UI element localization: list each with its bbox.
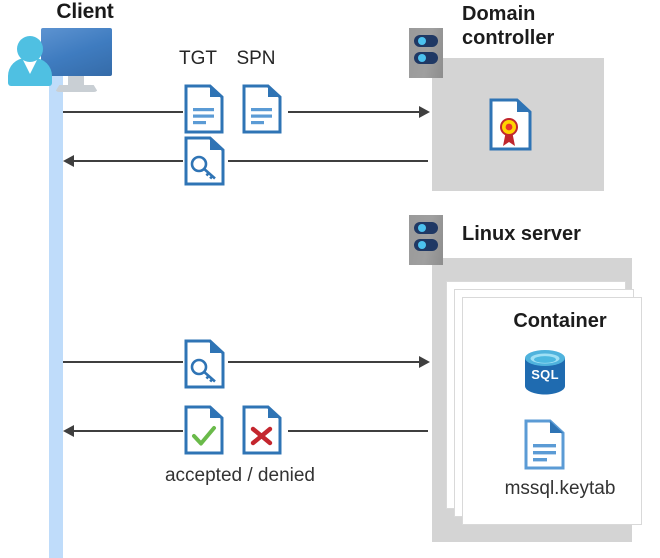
- domain-controller-title-line1: Domain: [462, 3, 536, 25]
- spn-label: SPN: [236, 48, 276, 69]
- domain-controller-title-line2: controller: [462, 27, 555, 50]
- rack-bar-4: [414, 239, 438, 251]
- certificate-document-icon: [489, 98, 533, 152]
- keytab-document-icon: [524, 419, 566, 471]
- domain-controller-title: Domain controller: [462, 2, 652, 51]
- tgt-document-icon: [184, 84, 224, 134]
- sql-database-label: SQL: [531, 367, 559, 382]
- flow-tgt-spn-line-left: [63, 111, 183, 113]
- rack-led-4: [418, 241, 426, 249]
- flow-ticket-response-line-left: [73, 160, 183, 162]
- monitor-screen-icon: [41, 28, 112, 76]
- flow-tgt-spn-arrowhead: [419, 106, 430, 118]
- server-rack-icon-linux: [409, 215, 443, 265]
- accepted-document-icon: [184, 405, 224, 455]
- server-rack-icon-dc: [409, 28, 443, 78]
- flow-ticket-presented-line-left: [63, 361, 183, 363]
- linux-server-title: Linux server: [462, 223, 581, 245]
- rack-bar-2: [414, 52, 438, 64]
- key-document-icon: [184, 136, 226, 186]
- spn-document-icon: [242, 84, 282, 134]
- flow-ticket-response-arrowhead: [63, 155, 74, 167]
- accepted-denied-caption: accepted / denied: [164, 465, 315, 486]
- keytab-label: mssql.keytab: [504, 478, 616, 499]
- container-title: Container: [513, 310, 607, 332]
- flow-ticket-presented-line-right: [228, 361, 420, 363]
- client-label: Client: [56, 0, 114, 23]
- flow-auth-result-line-left: [73, 430, 183, 432]
- container-card-front: [462, 297, 642, 525]
- rack-bar-3: [414, 222, 438, 234]
- flow-ticket-response-line-right: [228, 160, 428, 162]
- person-head-icon: [17, 36, 43, 62]
- flow-tgt-spn-line-right: [288, 111, 420, 113]
- denied-document-icon: [242, 405, 282, 455]
- rack-led-1: [418, 37, 426, 45]
- rack-led-2: [418, 54, 426, 62]
- client-computer-icon: [0, 0, 140, 100]
- key-document-icon-2: [184, 339, 226, 389]
- flow-auth-result-line-right: [288, 430, 428, 432]
- sql-database-icon: SQL: [522, 348, 568, 396]
- rack-led-3: [418, 224, 426, 232]
- flow-ticket-presented-arrowhead: [419, 356, 430, 368]
- client-lifeline: [49, 62, 63, 558]
- flow-auth-result-arrowhead: [63, 425, 74, 437]
- tgt-label: TGT: [179, 48, 217, 69]
- monitor-base-icon: [55, 85, 98, 92]
- rack-bar-1: [414, 35, 438, 47]
